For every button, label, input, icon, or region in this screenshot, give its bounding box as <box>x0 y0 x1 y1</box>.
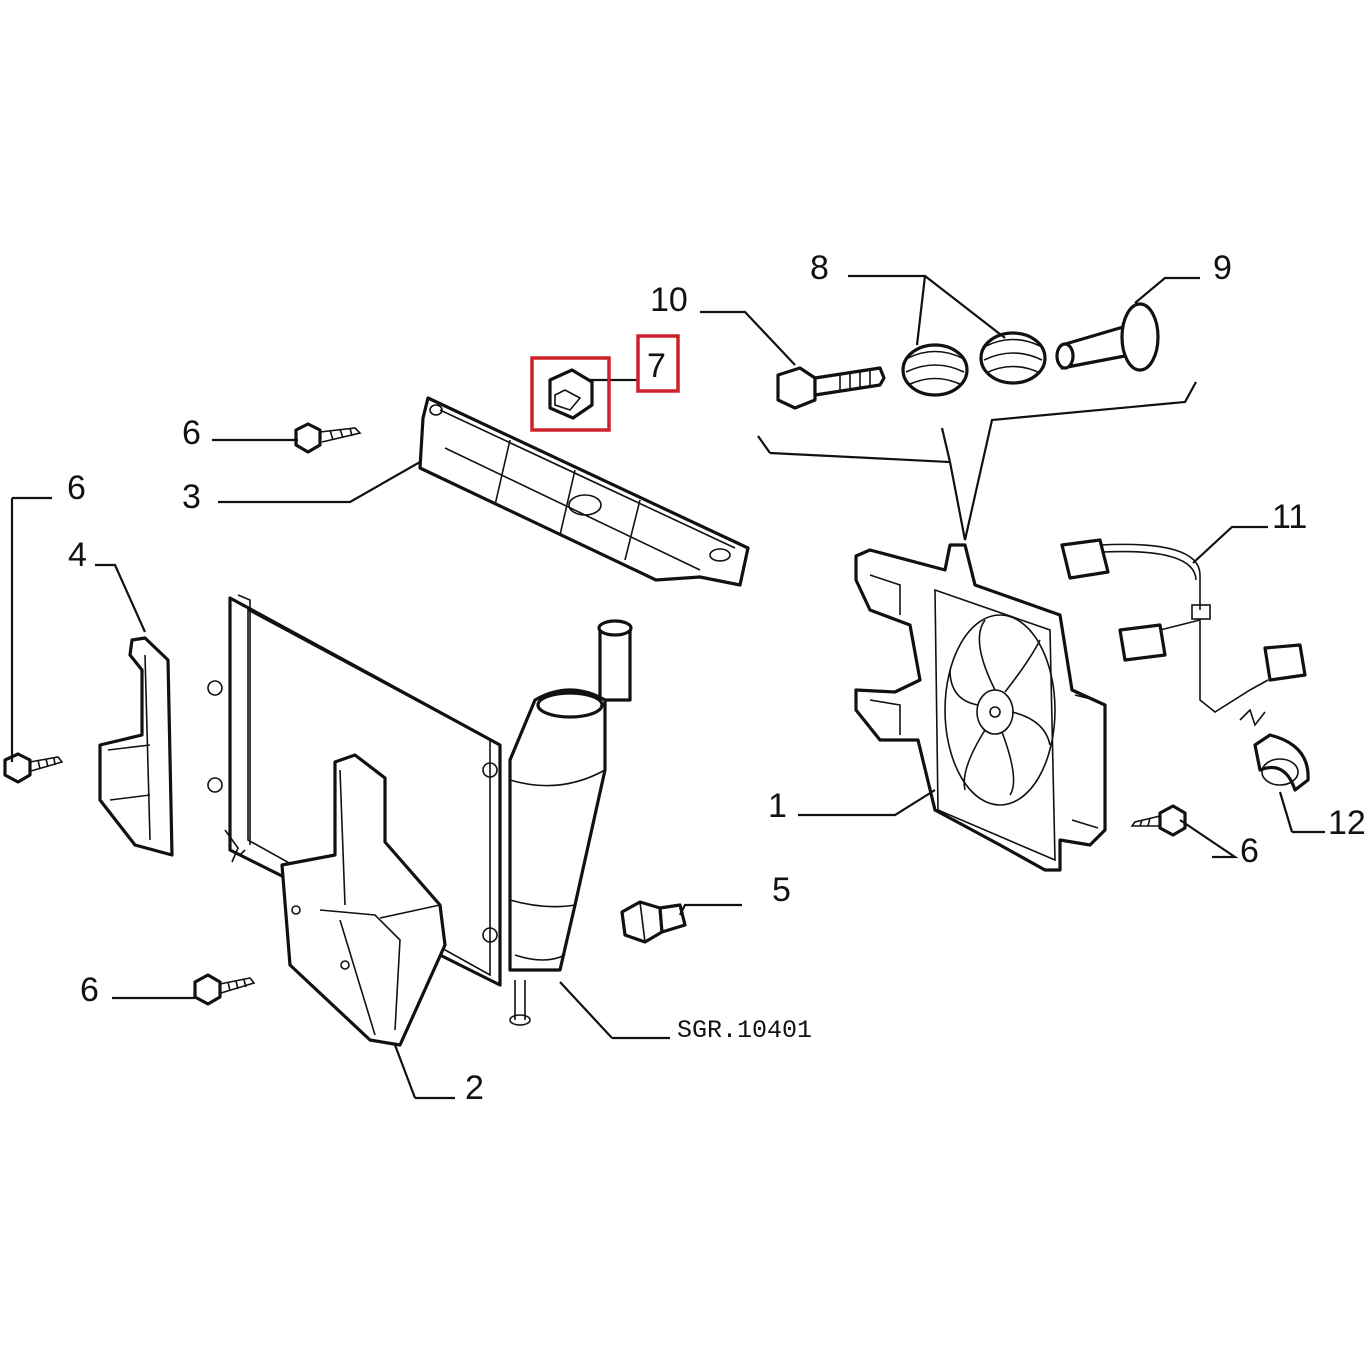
screw-6d <box>1130 804 1187 837</box>
callout-12: 12 <box>1328 804 1366 842</box>
part-11-wiring <box>1060 538 1307 727</box>
highlight-box-part-7 <box>530 356 611 432</box>
callout-1: 1 <box>768 787 787 825</box>
part-4-side-deflector <box>98 636 174 857</box>
part-12-clip <box>1253 733 1310 792</box>
reference-code: SGR.10401 <box>677 1016 812 1045</box>
callout-6-lower: 6 <box>80 971 99 1009</box>
callout-2: 2 <box>465 1069 484 1107</box>
highlight-box-label-7 <box>636 334 680 393</box>
callout-10: 10 <box>650 281 688 319</box>
callout-7: 7 <box>647 347 666 385</box>
callout-labels: 1 2 3 4 5 6 6 6 6 7 8 9 10 11 12 SGR.104… <box>67 249 1366 1107</box>
part-2-deflector <box>280 753 447 1047</box>
callout-11: 11 <box>1272 498 1307 536</box>
radiator-filler-tank <box>508 619 633 1026</box>
callout-5: 5 <box>772 871 791 909</box>
screw-6a <box>294 422 362 454</box>
leader-lines <box>10 274 1325 1100</box>
callout-6-upper: 6 <box>182 414 201 452</box>
callout-9: 9 <box>1213 249 1232 287</box>
callout-4: 4 <box>68 536 87 574</box>
part-7-clip-nut <box>548 368 594 420</box>
screw-6c <box>193 973 256 1006</box>
callout-6-left: 6 <box>67 469 86 507</box>
callout-6-right: 6 <box>1240 832 1259 870</box>
part-9-sleeve <box>1055 302 1160 372</box>
part-10-bolt <box>776 366 886 410</box>
part-3-crossmember <box>418 396 750 587</box>
screw-6b <box>3 752 64 784</box>
part-8-bushings <box>901 331 1047 397</box>
part-5-nut <box>620 900 687 944</box>
part-1-fan-shroud <box>854 543 1107 872</box>
callout-3: 3 <box>182 478 201 516</box>
callout-8: 8 <box>810 249 829 287</box>
